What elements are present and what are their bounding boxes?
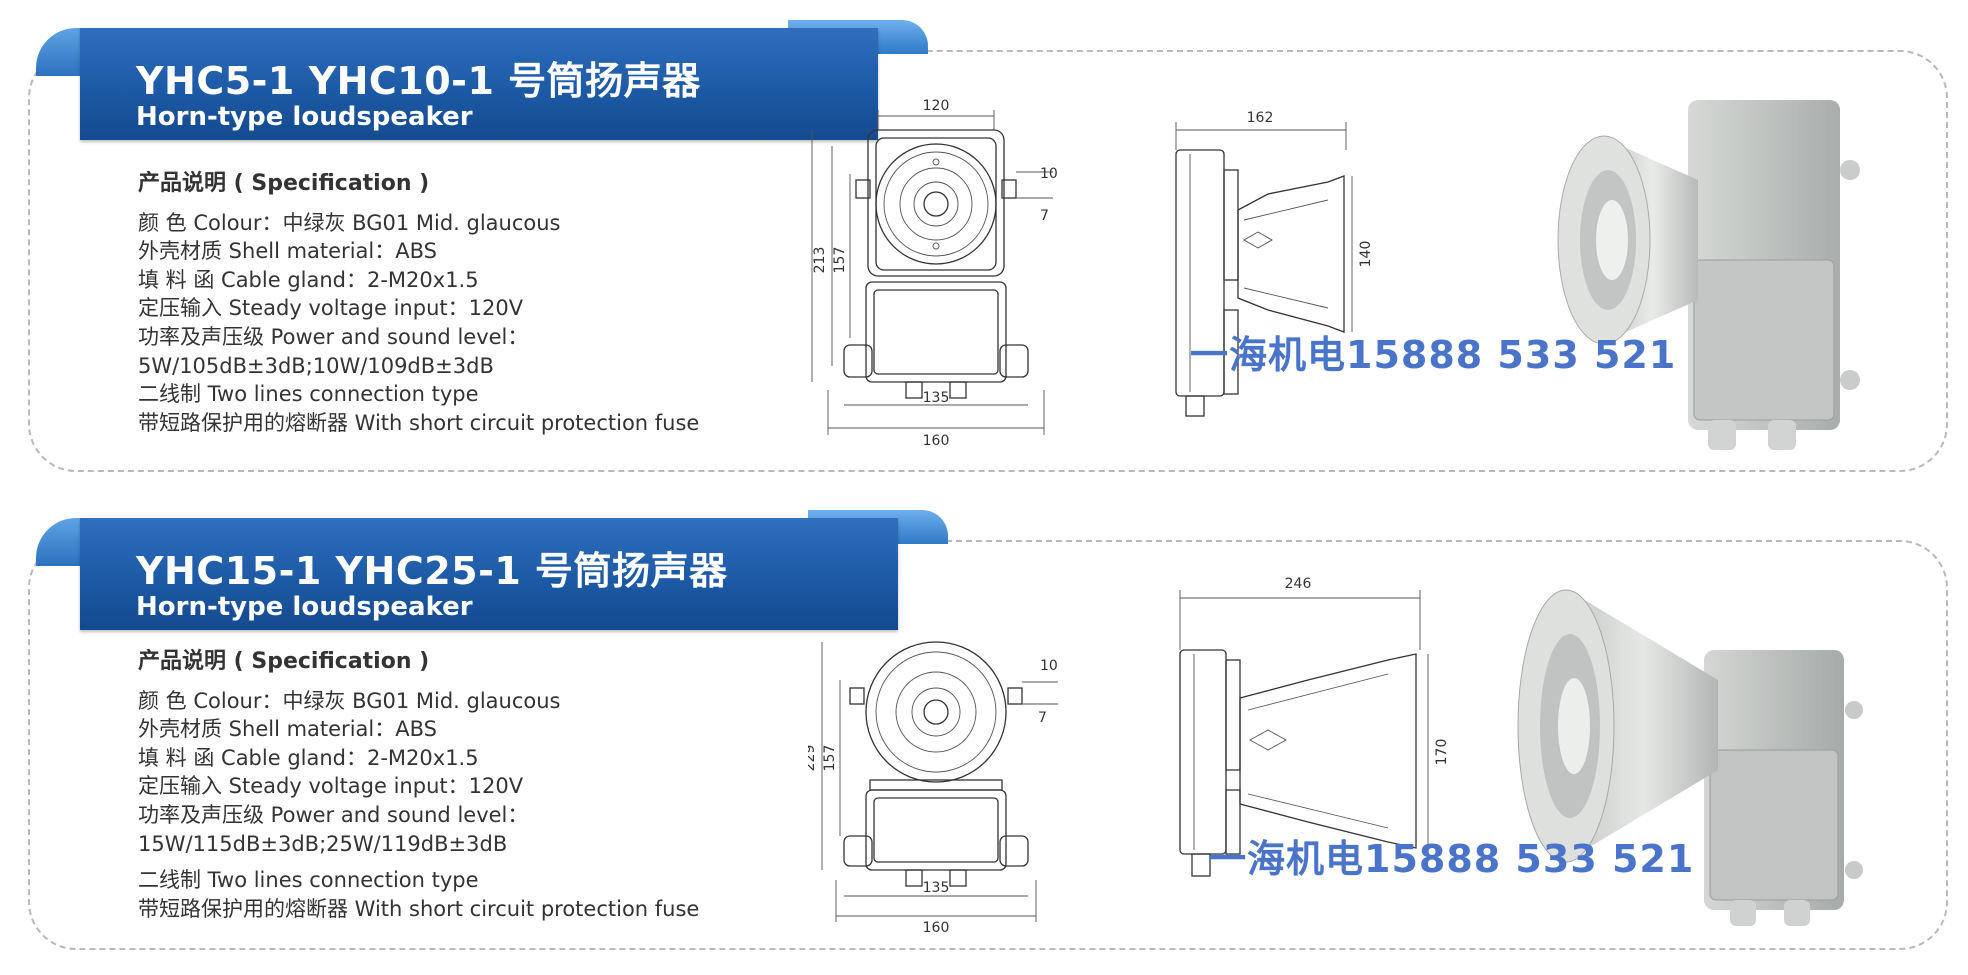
spec-heading: 产品说明 ( Specification ) [138,649,430,674]
dim-side-height: 170 [1434,739,1450,766]
panel-frame [28,50,1948,472]
specification-block: 产品说明 ( Specification ) 颜 色 Colour：中绿灰 BG… [138,170,699,437]
phone-watermark: 一海机电15888 533 521 [1190,333,1677,377]
spec-heading: 产品说明 ( Specification ) [138,171,430,196]
spec-line: 5W/105dB±3dB;10W/109dB±3dB [138,353,494,378]
spec-line: 定压输入 Steady voltage input：120V [138,296,524,321]
dim-side-length: 246 [1285,576,1312,592]
product-panel-1: YHC5-1 YHC10-1 号筒扬声器 Horn-type loudspeak… [28,20,1948,472]
side-view-drawing: 246 170 [1179,576,1450,877]
spec-line: 二线制 Two lines connection type [138,868,479,893]
front-view-drawing: 120 135 160 243 213 157 10 7 [811,98,1058,449]
dim-base-160: 160 [923,433,950,449]
spec-line: 带短路保护用的熔断器 With short circuit protection… [138,896,700,921]
spec-line: 定压输入 Steady voltage input：120V [138,774,524,799]
title-banner: YHC5-1 YHC10-1 号筒扬声器 Horn-type loudspeak… [80,28,878,140]
loudspeaker-photo [1517,589,1863,926]
spec-line: 填 料 函 Cable gland：2-M20x1.5 [138,745,479,770]
product-title: YHC5-1 YHC10-1 号筒扬声器 [136,59,701,103]
spec-line: 外壳材质 Shell material：ABS [138,717,437,742]
front-view-drawing: 135 160 229 157 10 7 [808,641,1058,936]
dim-base-160: 160 [923,920,950,936]
product-panel-2: YHC15-1 YHC25-1 号筒扬声器 Horn-type loudspea… [28,510,1948,950]
spec-line: 带短路保护用的熔断器 With short circuit protection… [138,410,700,435]
dim-base-135: 135 [923,880,950,896]
spec-line: 功率及声压级 Power and sound level： [138,324,529,349]
dim-front-h3: 157 [832,247,848,274]
spec-line: 功率及声压级 Power and sound level： [138,802,529,827]
product-subtitle: Horn-type loudspeaker [136,592,473,622]
dim-mount-10: 10 [1040,658,1058,674]
spec-line: 二线制 Two lines connection type [138,382,479,407]
product-title: YHC15-1 YHC25-1 号筒扬声器 [136,549,728,593]
spec-line: 外壳材质 Shell material：ABS [138,239,437,264]
specification-block: 产品说明 ( Specification ) 颜 色 Colour：中绿灰 BG… [138,648,699,923]
spec-line: 颜 色 Colour：中绿灰 BG01 Mid. glaucous [138,688,561,713]
spec-line: 颜 色 Colour：中绿灰 BG01 Mid. glaucous [138,210,561,235]
dim-front-h3: 157 [822,745,838,772]
dim-mount-7: 7 [1040,208,1049,224]
dim-side-length: 162 [1247,110,1274,126]
dim-base-135: 135 [923,390,950,406]
side-view-drawing: 162 140 [1175,110,1374,417]
dim-front-h2: 213 [812,247,828,274]
dim-front-width: 120 [923,98,950,114]
phone-watermark: 一海机电15888 533 521 [1208,837,1695,881]
dim-front-h1: 229 [808,745,818,772]
title-banner: YHC15-1 YHC25-1 号筒扬声器 Horn-type loudspea… [80,518,898,630]
dim-mount-10: 10 [1040,166,1058,182]
dim-mount-7: 7 [1038,710,1047,726]
spec-line: 15W/115dB±3dB;25W/119dB±3dB [138,831,508,856]
product-subtitle: Horn-type loudspeaker [136,102,473,132]
dim-side-height: 140 [1358,241,1374,268]
panel-frame [28,540,1948,950]
spec-line: 填 料 函 Cable gland：2-M20x1.5 [138,267,479,292]
loudspeaker-photo [1557,100,1860,450]
